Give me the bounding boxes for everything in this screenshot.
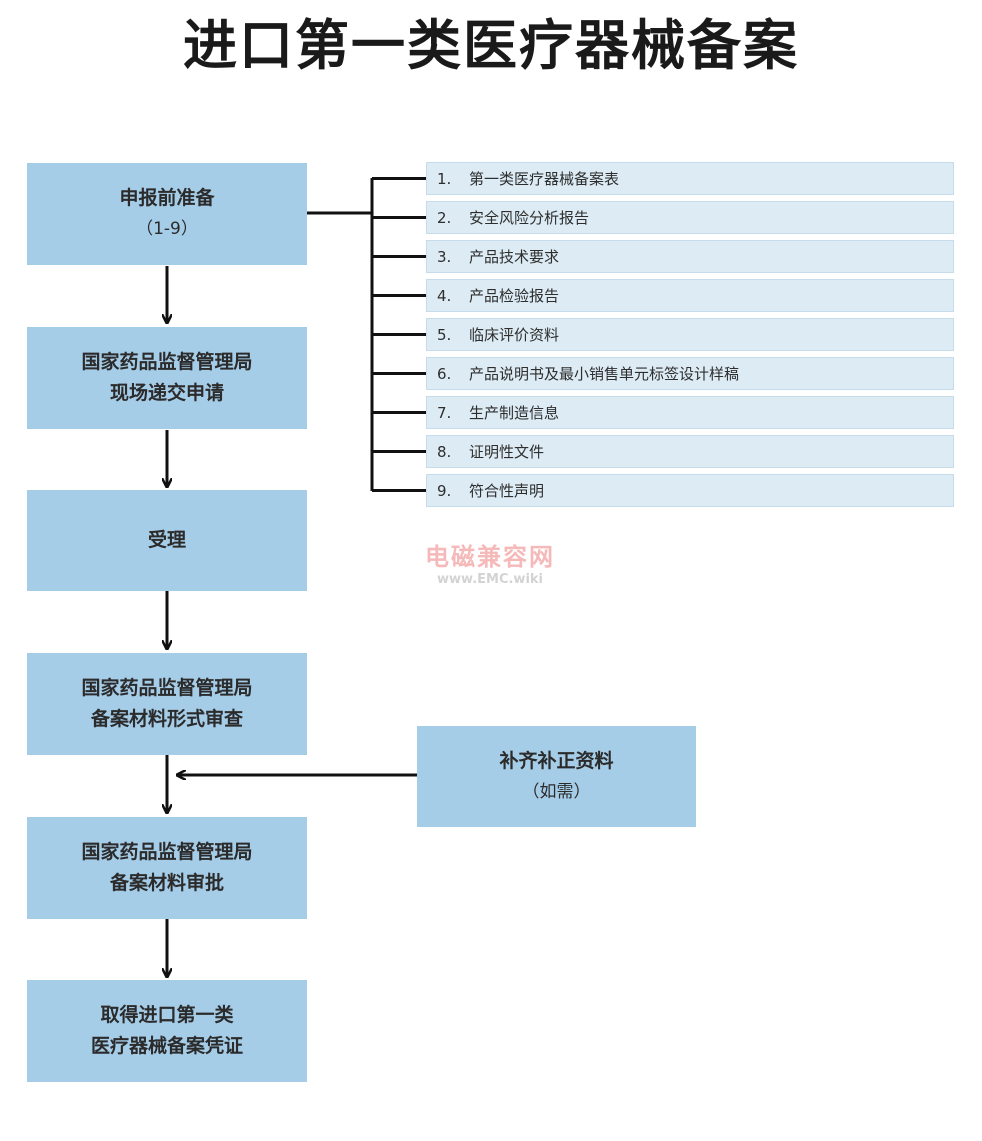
step-certificate-line1: 取得进口第一类 <box>100 1004 234 1026</box>
document-number: 8. <box>437 442 452 461</box>
step-approve-line1: 国家药品监督管理局 <box>81 841 253 863</box>
step-submit-line2: 现场递交申请 <box>109 382 224 404</box>
document-number: 1. <box>437 169 452 188</box>
step-prepare: 申报前准备 （1-9） <box>27 163 307 265</box>
document-item: 2. 安全风险分析报告 <box>426 201 954 234</box>
document-text: 第一类医疗器械备案表 <box>469 170 620 188</box>
step-review-line2: 备案材料形式审查 <box>90 708 243 730</box>
watermark-cn: 电磁兼容网 <box>425 543 555 571</box>
document-text: 产品技术要求 <box>469 248 560 266</box>
side-supplement-title: 补齐补正资料 <box>499 749 614 772</box>
document-text: 符合性声明 <box>469 482 545 500</box>
document-number: 5. <box>437 325 452 344</box>
step-approve: 国家药品监督管理局 备案材料审批 <box>27 817 307 919</box>
document-text: 生产制造信息 <box>469 404 560 422</box>
watermark-en: www.EMC.wiki <box>437 572 543 587</box>
step-accept: 受理 <box>27 490 307 591</box>
document-number: 9. <box>437 481 452 500</box>
side-supplement-box: 补齐补正资料 （如需） <box>417 726 696 827</box>
step-accept-line1: 受理 <box>147 529 186 551</box>
document-number: 7. <box>437 403 452 422</box>
step-approve-line2: 备案材料审批 <box>109 872 224 894</box>
step-certificate-line2: 医疗器械备案凭证 <box>90 1035 243 1057</box>
document-text: 安全风险分析报告 <box>469 209 590 227</box>
document-item: 9. 符合性声明 <box>426 474 954 507</box>
document-item: 7. 生产制造信息 <box>426 396 954 429</box>
document-item: 6. 产品说明书及最小销售单元标签设计样稿 <box>426 357 954 390</box>
document-text: 产品检验报告 <box>469 287 560 305</box>
step-certificate: 取得进口第一类 医疗器械备案凭证 <box>27 980 307 1082</box>
step-submit: 国家药品监督管理局 现场递交申请 <box>27 327 307 429</box>
document-number: 4. <box>437 286 452 305</box>
document-text: 产品说明书及最小销售单元标签设计样稿 <box>469 365 740 383</box>
step-review-line1: 国家药品监督管理局 <box>81 677 253 699</box>
step-submit-line1: 国家药品监督管理局 <box>81 351 253 373</box>
document-number: 2. <box>437 208 452 227</box>
step-review: 国家药品监督管理局 备案材料形式审查 <box>27 653 307 755</box>
document-text: 证明性文件 <box>469 443 545 461</box>
side-supplement-note: （如需） <box>522 781 591 802</box>
step-prepare-title: 申报前准备 <box>119 187 215 209</box>
document-item: 1. 第一类医疗器械备案表 <box>426 162 954 195</box>
document-text: 临床评价资料 <box>469 326 560 344</box>
document-item: 4. 产品检验报告 <box>426 279 954 312</box>
watermark: 电磁兼容网 www.EMC.wiki <box>410 542 570 588</box>
document-item: 3. 产品技术要求 <box>426 240 954 273</box>
document-item: 5. 临床评价资料 <box>426 318 954 351</box>
page-title: 进口第一类医疗器械备案 <box>183 14 799 77</box>
document-number: 6. <box>437 364 452 383</box>
document-number: 3. <box>437 247 452 266</box>
step-prepare-range: （1-9） <box>136 219 198 239</box>
document-item: 8. 证明性文件 <box>426 435 954 468</box>
